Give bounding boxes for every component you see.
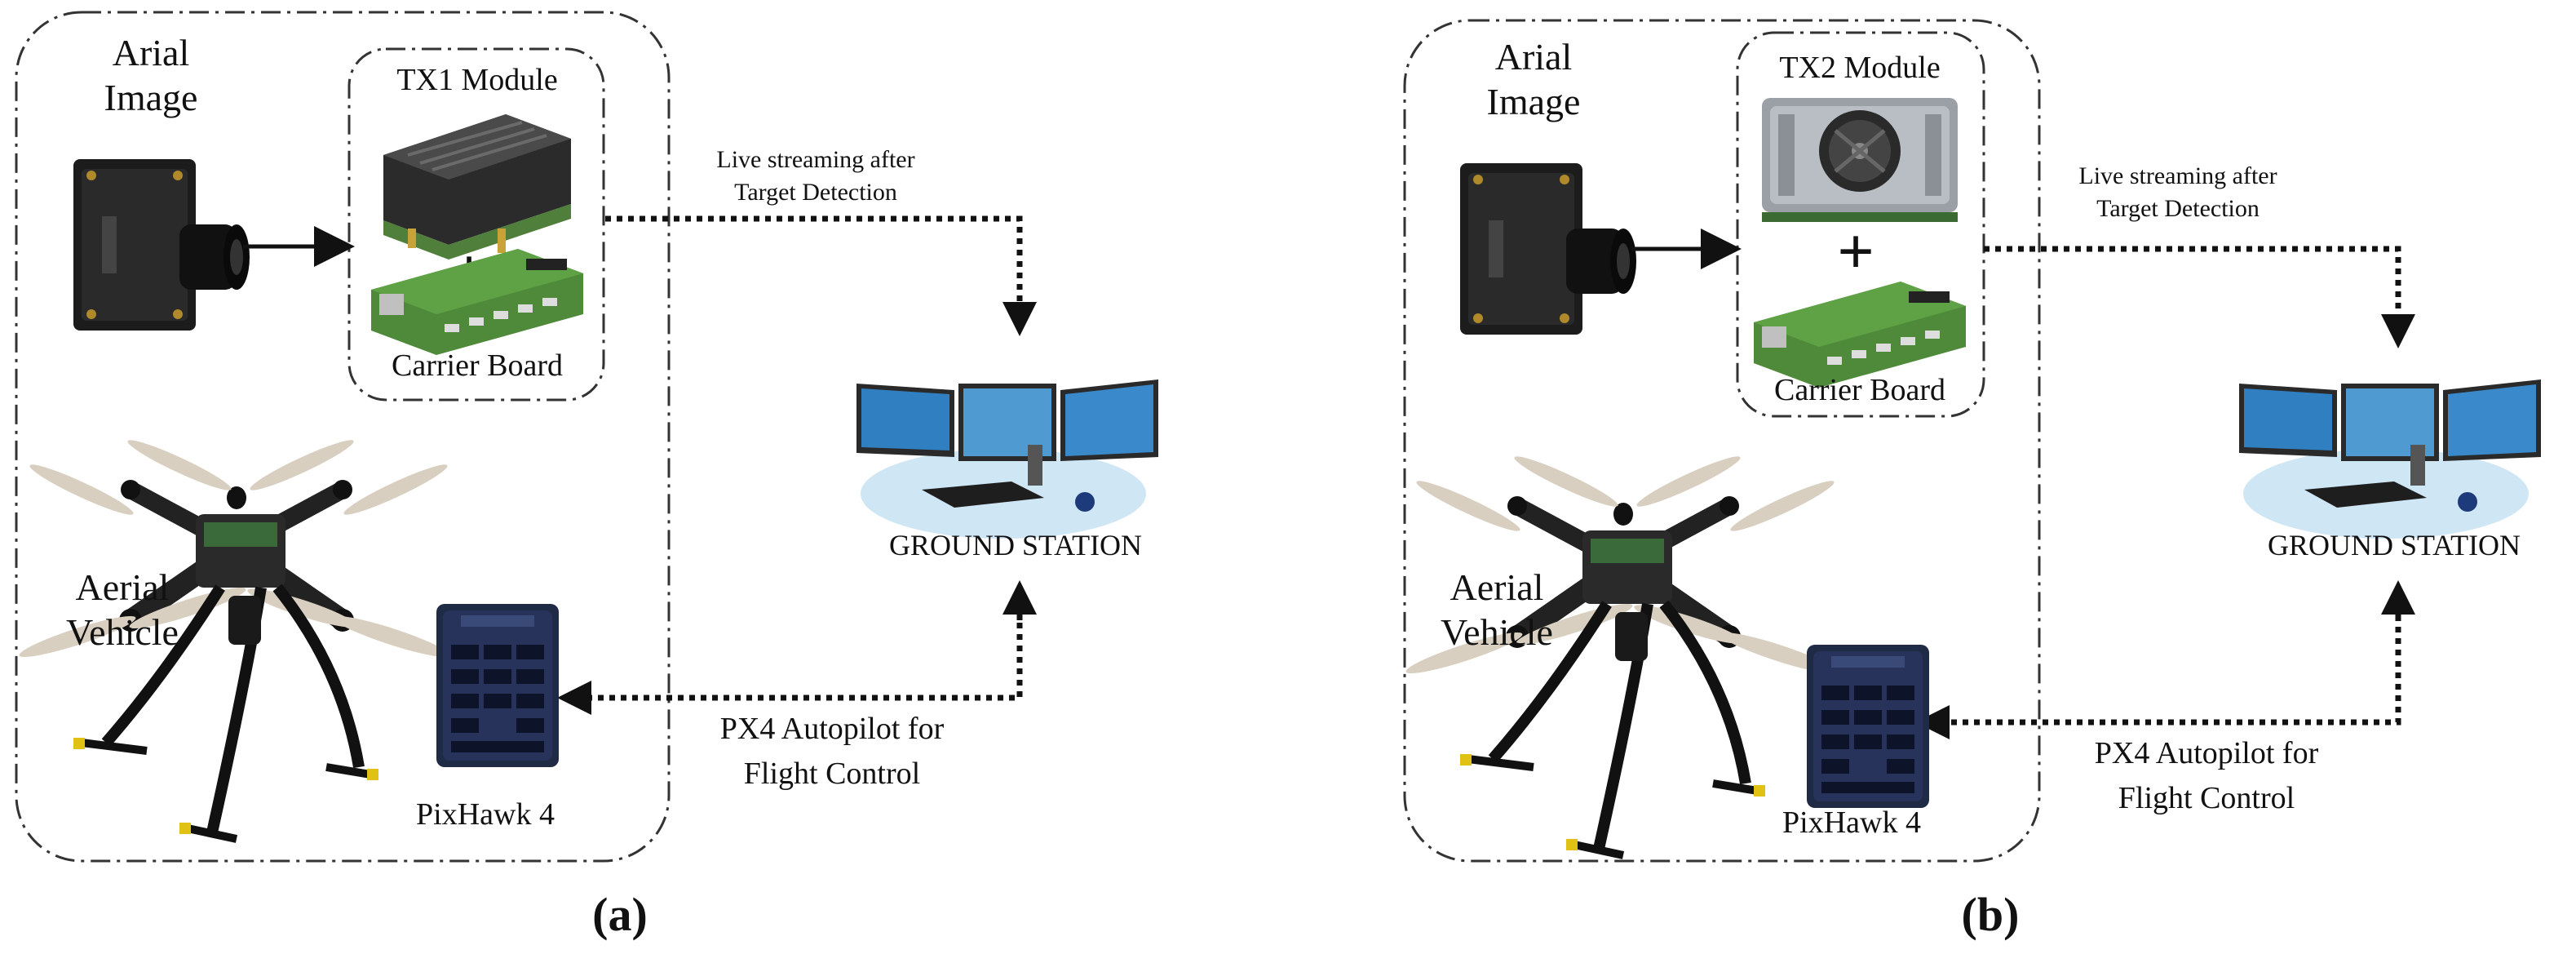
tx2-module-icon: [1762, 98, 1958, 222]
module-label: TX2 Module: [1779, 51, 1940, 85]
ground-station-label: GROUND STATION: [889, 529, 1142, 561]
streaming-label-line1: Live streaming after: [2078, 162, 2277, 189]
pixhawk-label: PixHawk 4: [1782, 805, 1921, 840]
plus-icon: +: [1837, 216, 1874, 288]
aerial-vehicle-label-line1: Aerial: [76, 566, 170, 608]
autopilot-link: [1915, 604, 2401, 739]
caption-b: (b): [1962, 888, 2020, 941]
streaming-label-line1: Live streaming after: [716, 146, 914, 173]
vehicle-boundary: [15, 11, 671, 863]
autopilot-label-line2: Flight Control: [744, 757, 920, 791]
pixhawk-icon: [436, 604, 559, 767]
panel-b: Arial Image TX2 Module + Carrier Board L…: [1403, 19, 2541, 941]
arial-image-label-line2: Image: [1487, 81, 1581, 122]
arial-image-label-line2: Image: [104, 77, 198, 118]
vehicle-boundary: [1403, 19, 2041, 863]
carrier-label: Carrier Board: [1774, 373, 1945, 407]
autopilot-label-line1: PX4 Autopilot for: [720, 712, 945, 746]
arial-image-label-line1: Arial: [1495, 36, 1573, 78]
ground-station-icon: [856, 379, 1158, 539]
aerial-vehicle-label-line2: Vehicle: [66, 611, 179, 653]
arial-image-label-line1: Arial: [113, 32, 190, 73]
aerial-vehicle-label-line1: Aerial: [1450, 566, 1544, 608]
autopilot-label-line2: Flight Control: [2118, 781, 2295, 815]
streaming-arrow: [605, 215, 1037, 336]
caption-a: (a): [592, 888, 648, 941]
pixhawk-icon: [1807, 645, 1929, 808]
carrier-board-icon: [371, 249, 583, 355]
carrier-label: Carrier Board: [392, 348, 563, 383]
panel-a: Arial Image TX1 Module + Carrier Board L…: [15, 11, 1158, 941]
autopilot-link: [557, 600, 1023, 715]
module-label: TX1 Module: [396, 63, 557, 97]
compute-boundary: [1736, 31, 1985, 418]
carrier-board-icon: [1754, 282, 1966, 388]
camera-icon: [73, 159, 250, 331]
streaming-label-line2: Target Detection: [734, 179, 897, 206]
autopilot-label-line1: PX4 Autopilot for: [2095, 736, 2319, 770]
pixhawk-label: PixHawk 4: [416, 797, 555, 832]
quadcopter-icon: [1404, 450, 1839, 855]
ground-station-icon: [2239, 379, 2541, 539]
camera-icon: [1460, 163, 1636, 335]
streaming-label-line2: Target Detection: [2096, 195, 2260, 222]
compute-boundary: [347, 47, 605, 402]
aerial-vehicle-label-line2: Vehicle: [1441, 611, 1553, 653]
ground-station-label: GROUND STATION: [2268, 529, 2521, 561]
streaming-arrow: [1984, 246, 2415, 348]
